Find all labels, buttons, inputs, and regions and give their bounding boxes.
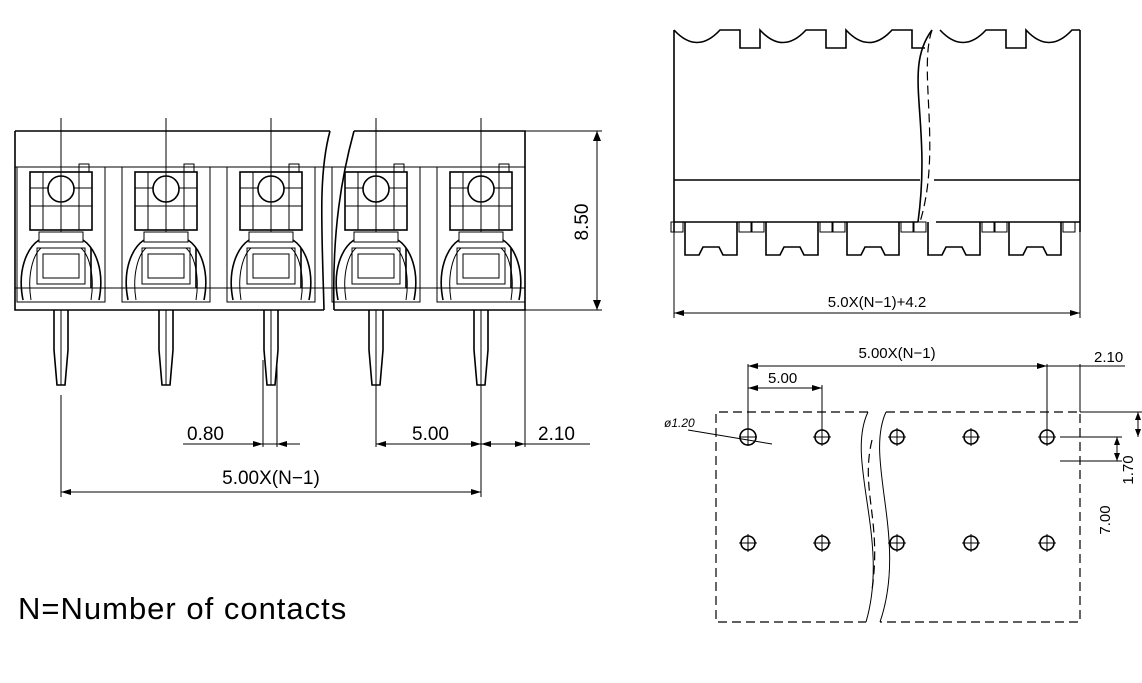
clamp-bar (143, 231, 189, 243)
fp-dim-span: 5.00X(N−1) 2.10 (747, 345, 1125, 436)
latch-clip (994, 221, 1008, 233)
terminal-unit (16, 118, 106, 303)
latch (684, 222, 738, 256)
fp-dim-edge-label: 2.10 (1094, 349, 1123, 366)
wire-opening-inner (462, 253, 500, 279)
wire-opening-inner (252, 253, 290, 279)
dim-pitch: 5.00 (375, 360, 482, 497)
dim-span: 5.00X(N−1) (60, 395, 481, 497)
latch-clip (751, 221, 765, 233)
wire-opening-inner (147, 253, 185, 279)
latch-tab (78, 163, 90, 173)
hole-crosshair (962, 534, 980, 552)
wire-opening (141, 247, 191, 285)
fp-dim-pitch: 5.00 (748, 370, 823, 436)
latch (927, 222, 981, 256)
latch (765, 222, 819, 256)
terminal-unit (226, 118, 316, 303)
latch-clip (981, 221, 995, 233)
pins (53, 310, 489, 386)
dim-pitch-label: 5.00 (412, 424, 449, 445)
wire-opening (351, 247, 401, 285)
clamp-bar (353, 231, 399, 243)
wire-opening-inner (42, 253, 80, 279)
terminal-unit (331, 118, 421, 303)
terminal-unit (436, 118, 526, 303)
front-view: 8.50 0.80 5.00 2.10 5.00X(N−1) (14, 118, 602, 497)
pcb-hole (962, 534, 980, 552)
fp-dim-pitch-label: 5.00 (768, 370, 797, 387)
dim-span-label: 5.00X(N−1) (222, 468, 320, 489)
dim-height-label: 8.50 (572, 204, 593, 241)
latch-row (670, 221, 1076, 256)
clamp-arc-outer (125, 239, 207, 301)
pcb-footprint: 5.00X(N−1) 2.10 5.00 ø1.20 7.00 1.70 (664, 345, 1142, 623)
latch-clip (819, 221, 833, 233)
fp-dim-offset-label: 1.70 (1120, 455, 1137, 484)
clamp-bar (458, 231, 504, 243)
latch-tab (288, 163, 300, 173)
terminal-units (16, 118, 526, 303)
pcb-hole (1038, 428, 1056, 446)
latch-clip (900, 221, 914, 233)
latch-tab (393, 163, 405, 173)
latch-clip (913, 221, 927, 233)
wire-opening-inner (357, 253, 395, 279)
fp-dim-span-label: 5.00X(N−1) (858, 345, 935, 362)
pcb-hole (888, 534, 906, 552)
latch (1008, 222, 1062, 256)
fp-dim-row-label: 7.00 (1097, 505, 1114, 534)
hole-crosshair (739, 534, 757, 552)
fp-dim-hole-label: ø1.20 (664, 416, 695, 430)
pcb-hole (1038, 534, 1056, 552)
terminal-unit (121, 118, 211, 303)
clamp-arc-outer (20, 239, 102, 301)
dim-pin-width: 0.80 (183, 360, 300, 447)
latch-tab (183, 163, 195, 173)
latch (846, 222, 900, 256)
dim-height: 8.50 (525, 130, 602, 311)
fp-dim-hole: ø1.20 (664, 416, 773, 445)
latch-tab (498, 163, 510, 173)
clamp-arc-inner (29, 247, 93, 301)
latch-clip (1062, 221, 1076, 233)
wire-opening (456, 247, 506, 285)
clamp-bar (38, 231, 84, 243)
hole-grid (739, 428, 1056, 552)
clamp-arc-inner (344, 247, 408, 301)
wire-opening (36, 247, 86, 285)
pcb-hole (739, 534, 757, 552)
hole-crosshair (1038, 534, 1056, 552)
dim-edge-label: 2.10 (538, 424, 575, 445)
clamp-arc-outer (230, 239, 312, 301)
hole-crosshair (888, 534, 906, 552)
dim-edge: 2.10 (481, 310, 590, 447)
dim-pin-width-label: 0.80 (187, 424, 224, 445)
contacts-note: N=Number of contacts (18, 591, 347, 626)
hole-crosshair (888, 428, 906, 446)
pcb-hole (813, 534, 831, 552)
latch-clip (670, 221, 684, 233)
pcb-hole (962, 428, 980, 446)
latch-clip (832, 221, 846, 233)
clamp-arc-inner (239, 247, 303, 301)
clamp-arc-outer (440, 239, 522, 301)
clamp-arc-inner (134, 247, 198, 301)
hole-crosshair (813, 534, 831, 552)
clamp-arc-inner (449, 247, 513, 301)
dim-length: 5.0X(N−1)+4.2 (673, 232, 1081, 318)
dim-length-label: 5.0X(N−1)+4.2 (828, 294, 926, 311)
wire-opening (246, 247, 296, 285)
fp-dim-vertical: 7.00 1.70 (1060, 411, 1142, 535)
top-view: 5.0X(N−1)+4.2 (670, 27, 1081, 318)
hole-crosshair (962, 428, 980, 446)
clamp-arc-outer (335, 239, 417, 301)
clamp-bar (248, 231, 294, 243)
pcb-hole (888, 428, 906, 446)
latch-clip (738, 221, 752, 233)
